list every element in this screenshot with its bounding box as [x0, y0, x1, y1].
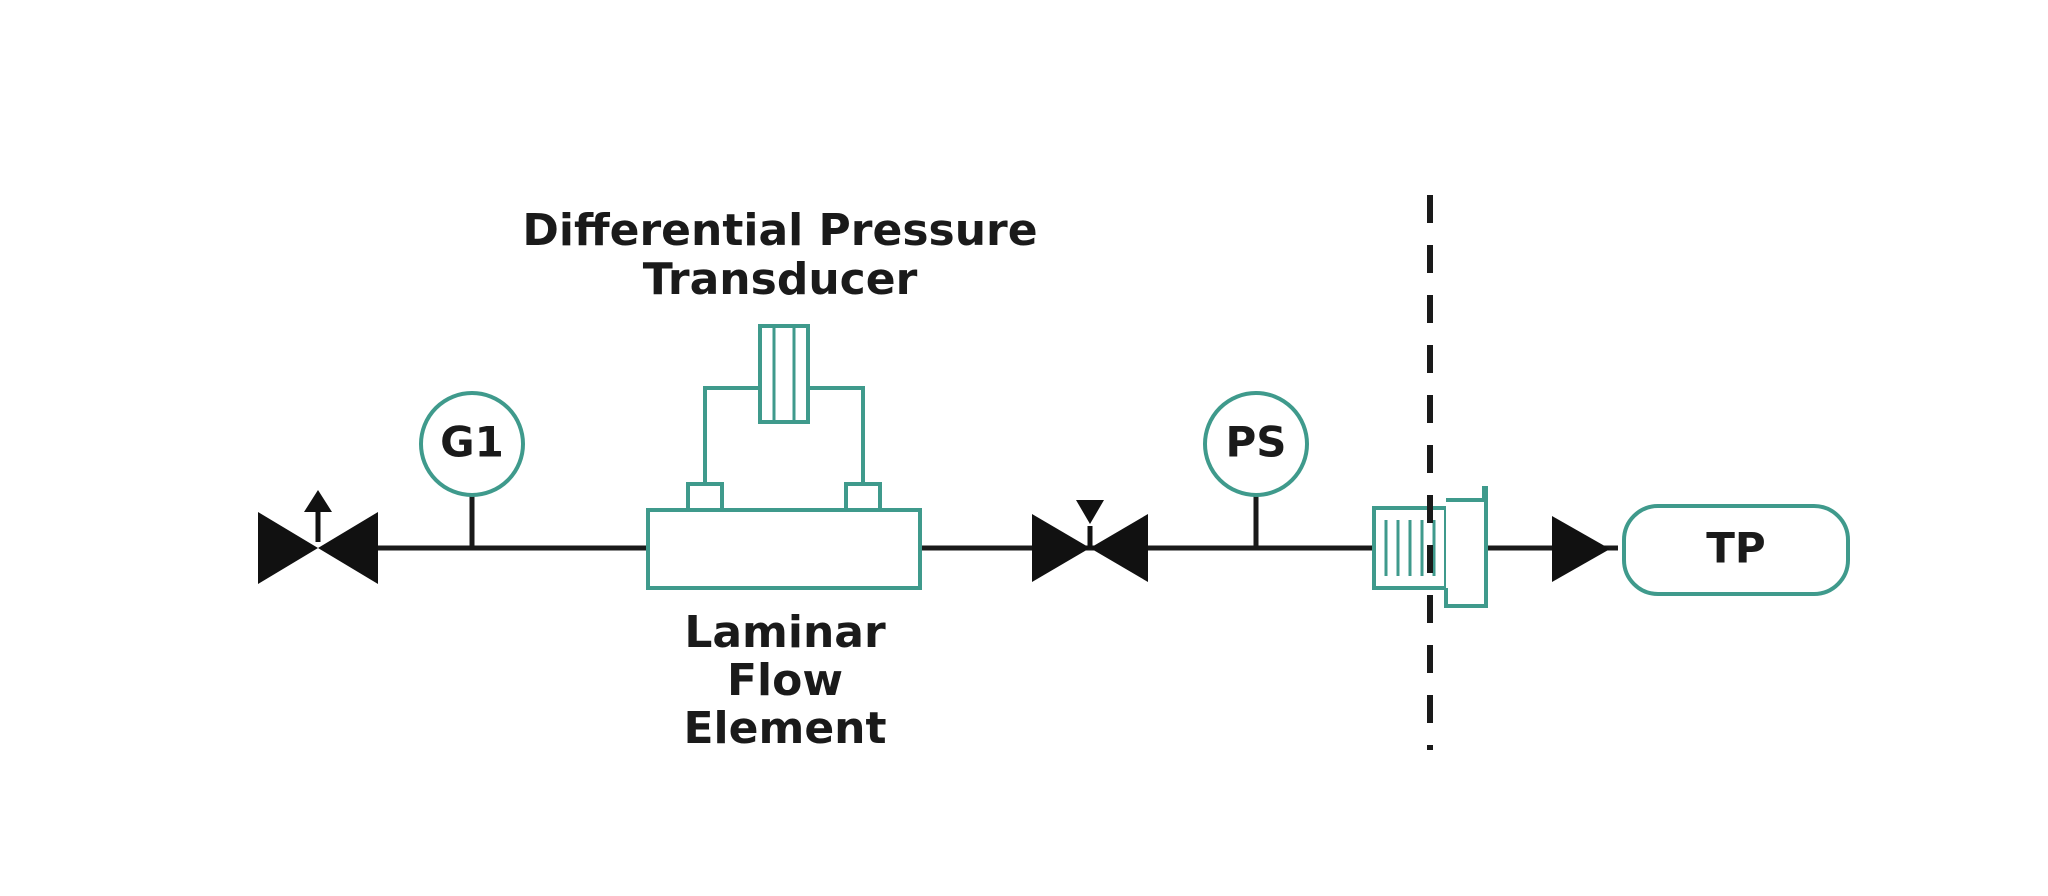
- gauge-ps: PS: [1203, 391, 1309, 548]
- gauge-g1: G1: [419, 391, 525, 548]
- lfe-label-line1: Laminar: [684, 607, 886, 658]
- valve-with-vent-arrow-icon: [258, 490, 378, 584]
- tp-box: TP: [1622, 504, 1850, 596]
- differential-pressure-transducer: [703, 324, 865, 488]
- flow-direction-arrow-icon: [1552, 516, 1610, 582]
- transducer-label-line1: Differential Pressure: [522, 205, 1037, 256]
- lfe-label-line2: Flow: [727, 655, 843, 706]
- tp-label: TP: [1706, 524, 1765, 573]
- gauge-ps-label: PS: [1225, 418, 1286, 467]
- transducer-label-line2: Transducer: [643, 254, 918, 305]
- finned-connector-icon: [1372, 486, 1488, 608]
- laminar-flow-element: [646, 482, 922, 590]
- lfe-label-line3: Element: [683, 703, 886, 754]
- gauge-g1-label: G1: [440, 418, 504, 467]
- valve-with-actuator-icon: [1032, 500, 1148, 582]
